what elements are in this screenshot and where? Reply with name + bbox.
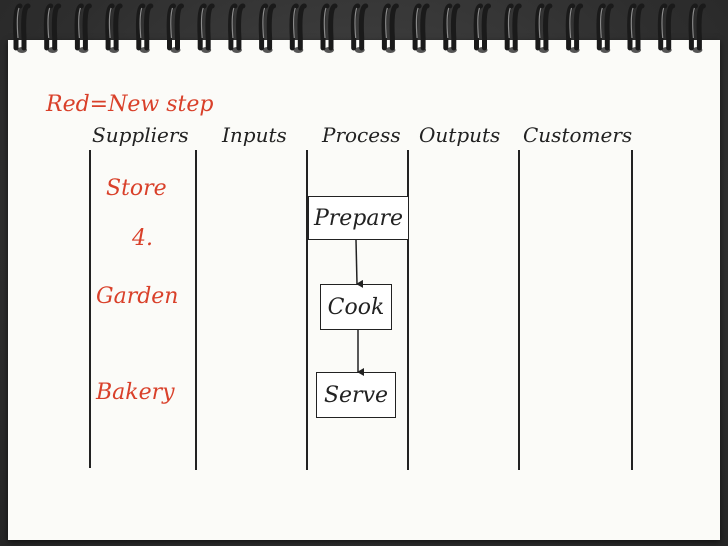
lane-line-4 <box>407 150 409 470</box>
supplier-number: 4. <box>132 226 153 251</box>
supplier-garden: Garden <box>96 284 179 309</box>
binding-ring <box>228 3 246 53</box>
binding-ring <box>258 3 277 53</box>
binding-ring <box>565 3 584 53</box>
binding-ring <box>504 3 522 53</box>
binding-ring <box>381 3 399 53</box>
binding-ring <box>535 3 553 53</box>
binding-ring <box>412 3 430 53</box>
binding-ring <box>657 3 676 53</box>
binding-ring <box>289 3 307 53</box>
binding-ring <box>43 3 62 53</box>
binding-ring <box>13 3 31 53</box>
binding-ring <box>442 3 461 53</box>
lane-line-6 <box>631 150 633 470</box>
process-step-cook: Cook <box>320 284 392 330</box>
process-step-prepare: Prepare <box>308 196 409 240</box>
header-outputs: Outputs <box>419 123 501 147</box>
legend-text: Red=New step <box>46 92 214 117</box>
header-suppliers: Suppliers <box>92 123 189 147</box>
binding-ring <box>197 3 215 53</box>
binding-ring <box>688 3 706 53</box>
lane-line-5 <box>518 150 520 470</box>
supplier-store: Store <box>106 176 167 201</box>
binding-ring <box>320 3 338 53</box>
binding-ring <box>473 3 491 53</box>
binding-ring <box>596 3 614 53</box>
process-step-serve: Serve <box>316 372 396 418</box>
header-inputs: Inputs <box>222 123 287 147</box>
binding-ring <box>350 3 369 53</box>
binding-ring <box>135 3 154 53</box>
header-process: Process <box>322 123 401 147</box>
lane-line-1 <box>89 150 91 468</box>
binding-ring <box>105 3 123 53</box>
binding-ring <box>627 3 645 53</box>
binding-ring <box>74 3 92 53</box>
supplier-bakery: Bakery <box>96 380 175 405</box>
lane-line-3 <box>306 150 308 470</box>
binding-ring <box>166 3 184 53</box>
header-customers: Customers <box>523 123 633 147</box>
spiral-binding <box>13 3 706 53</box>
lane-line-2 <box>195 150 197 470</box>
